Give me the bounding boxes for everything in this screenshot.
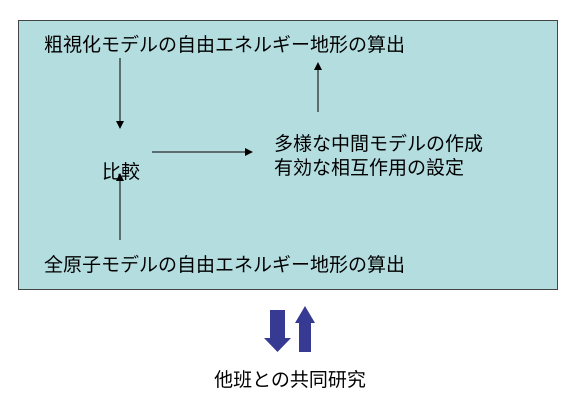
comparison-node: 比較: [102, 161, 141, 183]
intermediate-model-node: 多様な中間モデルの作成 有効な相互作用の設定: [274, 132, 483, 180]
intermediate-model-line-2: 有効な相互作用の設定: [274, 157, 465, 179]
all-atom-model-node: 全原子モデルの自由エネルギー地形の算出: [44, 254, 406, 276]
up-block-arrow-icon: [295, 306, 315, 352]
coarse-grained-model-node: 粗視化モデルの自由エネルギー地形の算出: [44, 34, 406, 56]
diagram-panel: 粗視化モデルの自由エネルギー地形の算出 比較 多様な中間モデルの作成 有効な相互…: [18, 20, 558, 290]
collaboration-caption: 他班との共同研究: [214, 369, 366, 391]
down-block-arrow-icon: [264, 310, 291, 352]
intermediate-model-line-1: 多様な中間モデルの作成: [274, 133, 484, 155]
